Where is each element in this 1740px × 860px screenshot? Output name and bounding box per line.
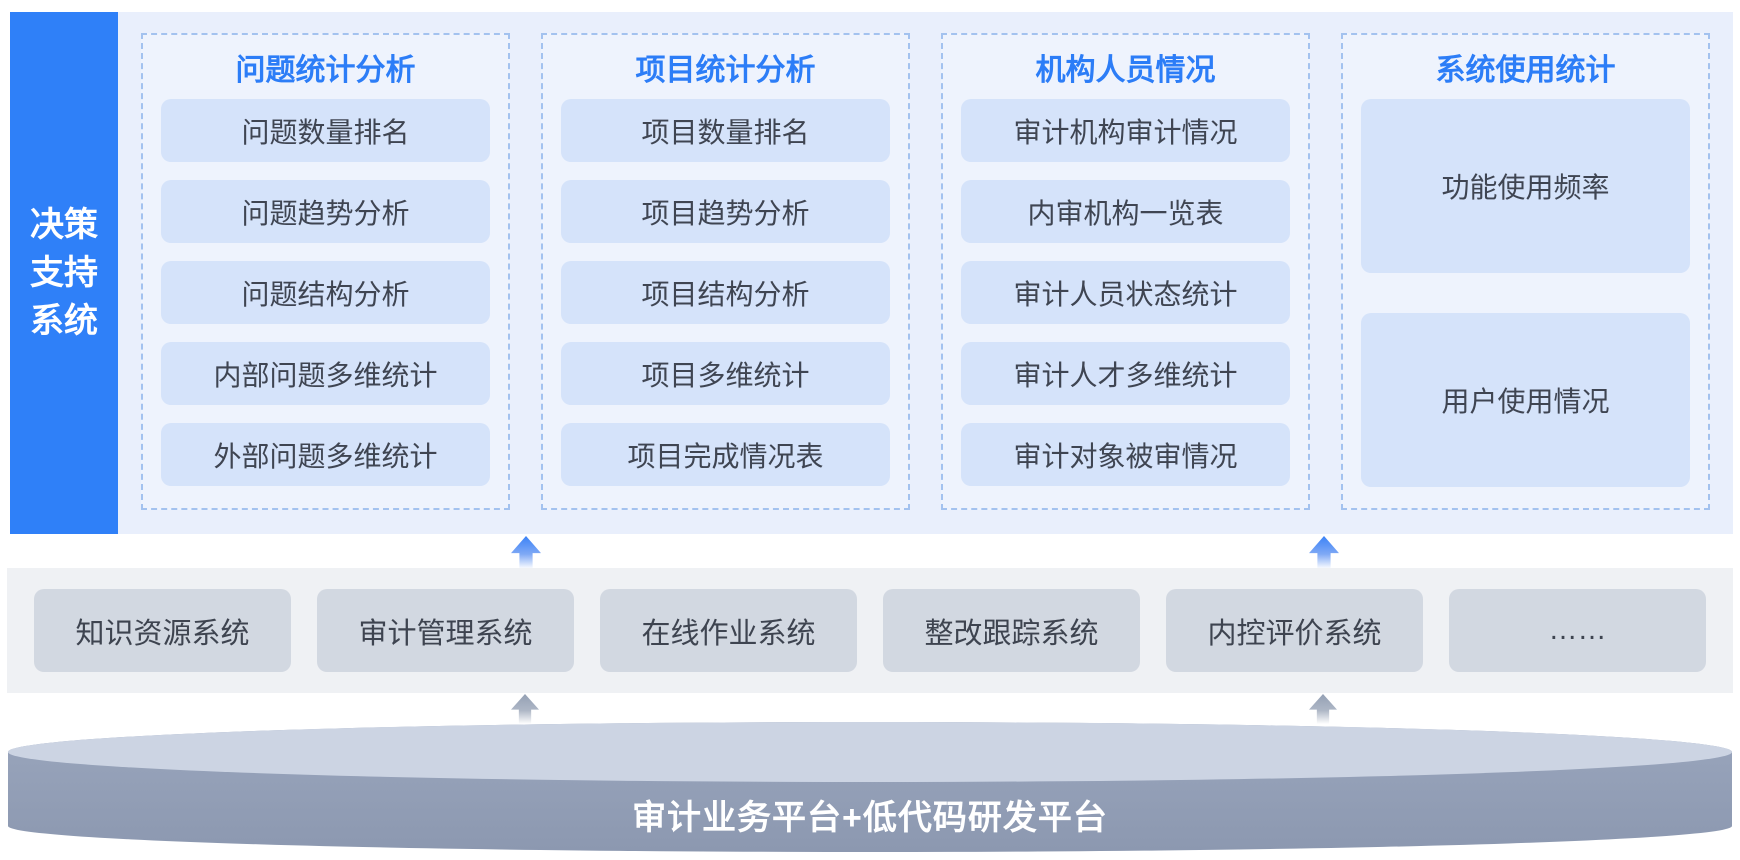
system-box: 整改跟踪系统	[883, 589, 1140, 672]
sidebar-title-line: 支持	[30, 254, 98, 292]
sidebar-title-line: 系统	[30, 302, 98, 340]
column-system-usage: 系统使用统计 功能使用频率 用户使用情况	[1341, 33, 1710, 510]
column-title: 机构人员情况	[1035, 54, 1216, 87]
system-box: 审计管理系统	[317, 589, 574, 672]
stat-item: 项目数量排名	[561, 99, 890, 162]
sidebar-title-line: 决策	[30, 206, 98, 244]
stat-item: 审计人才多维统计	[961, 342, 1290, 405]
platform-label: 审计业务平台+低代码研发平台	[632, 799, 1108, 837]
system-box: ……	[1449, 589, 1706, 672]
system-box: 知识资源系统	[34, 589, 291, 672]
up-arrow-icon	[511, 536, 541, 569]
column-org-personnel: 机构人员情况 审计机构审计情况 内审机构一览表 审计人员状态统计 审计人才多维统…	[941, 33, 1310, 510]
column-title: 问题统计分析	[235, 54, 416, 87]
stat-item: 项目结构分析	[561, 261, 890, 324]
systems-band: 知识资源系统 审计管理系统 在线作业系统 整改跟踪系统 内控评价系统 ……	[7, 568, 1733, 693]
stat-item: 外部问题多维统计	[161, 423, 490, 486]
stat-item: 审计机构审计情况	[961, 99, 1290, 162]
decision-support-sidebar: 决策 支持 系统	[10, 12, 118, 534]
stat-item: 内审机构一览表	[961, 180, 1290, 243]
stat-item: 审计对象被审情况	[961, 423, 1290, 486]
analytics-panel: 问题统计分析 问题数量排名 问题趋势分析 问题结构分析 内部问题多维统计 外部问…	[118, 12, 1733, 534]
system-box: 内控评价系统	[1166, 589, 1423, 672]
column-project-stats: 项目统计分析 项目数量排名 项目趋势分析 项目结构分析 项目多维统计 项目完成情…	[541, 33, 910, 510]
stat-item: 用户使用情况	[1361, 313, 1690, 487]
stat-item: 项目完成情况表	[561, 423, 890, 486]
stat-item: 问题趋势分析	[161, 180, 490, 243]
platform-cylinder	[8, 722, 1732, 852]
stat-item: 功能使用频率	[1361, 99, 1690, 273]
stat-item: 项目趋势分析	[561, 180, 890, 243]
column-title: 系统使用统计	[1435, 54, 1616, 87]
stat-item: 审计人员状态统计	[961, 261, 1290, 324]
decision-support-section: 决策 支持 系统 问题统计分析 问题数量排名 问题趋势分析 问题结构分析 内部问…	[10, 12, 1733, 534]
cylinder-top	[8, 722, 1732, 782]
up-arrow-icon	[1309, 536, 1339, 569]
column-problem-stats: 问题统计分析 问题数量排名 问题趋势分析 问题结构分析 内部问题多维统计 外部问…	[141, 33, 510, 510]
stat-item: 问题数量排名	[161, 99, 490, 162]
stat-item: 项目多维统计	[561, 342, 890, 405]
stat-item: 内部问题多维统计	[161, 342, 490, 405]
system-box: 在线作业系统	[600, 589, 857, 672]
stat-item: 问题结构分析	[161, 261, 490, 324]
column-title: 项目统计分析	[635, 54, 816, 87]
